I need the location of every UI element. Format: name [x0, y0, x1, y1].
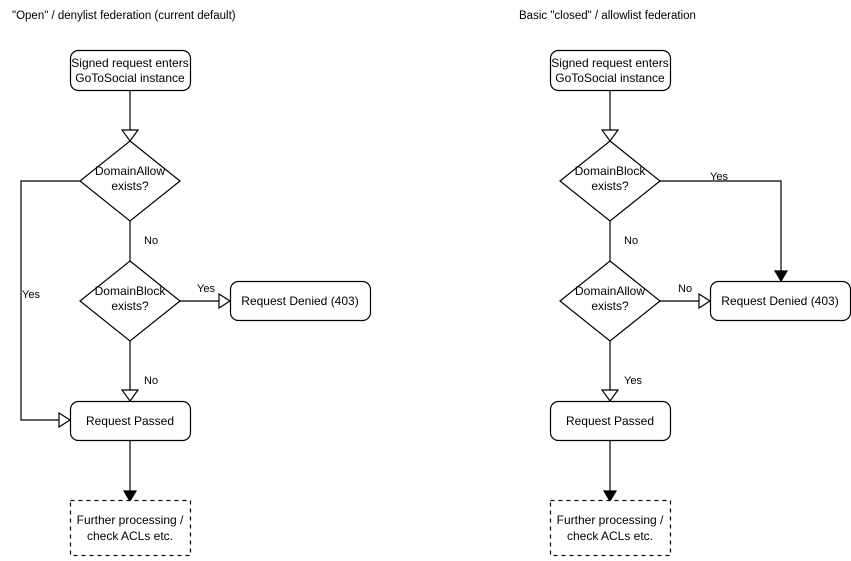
edge-domainallow-yes-left: Yes [20, 180, 80, 429]
request-denied-label: Request Denied (403) [241, 294, 358, 308]
node-further-processing-right: Further processing / check ACLs etc. [549, 499, 672, 557]
further-processing-box-shape [549, 499, 672, 557]
node-request-passed-left: Request Passed [69, 400, 192, 442]
further-processing-label-line1: Further processing / [77, 513, 184, 527]
further-processing-label-line1: Further processing / [557, 513, 664, 527]
edge-label-domainblock-no: No [624, 235, 638, 247]
node-further-processing-left: Further processing / check ACLs etc. [69, 499, 192, 557]
diagram-title-right: Basic "closed" / allowlist federation [519, 10, 696, 22]
edge-domainallow-yes-right: Yes [600, 341, 642, 403]
edge-label-domainblock-yes: Yes [197, 283, 215, 295]
node-decision-domainallow-left: DomainAllow exists? [79, 140, 181, 222]
diagram-closed-allowlist: Basic "closed" / allowlist federation Si… [519, 10, 851, 557]
request-denied-box-shape [229, 280, 372, 322]
edge-passed-to-further-left [122, 440, 138, 503]
edge-label-domainallow-no: No [144, 235, 158, 247]
diagram-title-left: "Open" / denylist federation (current de… [12, 10, 236, 22]
node-request-denied-left: Request Denied (403) [229, 280, 372, 322]
node-request-passed-right: Request Passed [549, 400, 672, 442]
edge-label-domainblock-no: No [144, 375, 158, 387]
domainallow-label-line1: DomainAllow [95, 164, 165, 178]
further-processing-label-line2: check ACLs etc. [567, 529, 653, 543]
start-box-label-line2: GoToSocial instance [75, 71, 185, 85]
node-decision-domainallow-right: DomainAllow exists? [559, 260, 661, 342]
edge-label-domainallow-no: No [678, 283, 692, 295]
node-start-left: Signed request enters GoToSocial instanc… [69, 49, 192, 92]
edge-label-domainallow-yes: Yes [624, 375, 642, 387]
start-box-label-line1: Signed request enters [551, 56, 668, 70]
start-box-label-line1: Signed request enters [71, 56, 188, 70]
edge-label-domainallow-yes: Yes [22, 289, 40, 301]
request-denied-label: Request Denied (403) [721, 294, 838, 308]
domainblock-label-line1: DomainBlock [95, 284, 167, 298]
edge-domainallow-no-right: No [660, 283, 712, 310]
edge-start-to-domainblock-right [600, 90, 620, 143]
node-decision-domainblock-right: DomainBlock exists? [559, 140, 661, 222]
node-start-right: Signed request enters GoToSocial instanc… [549, 49, 672, 92]
edge-label-domainblock-yes: Yes [710, 171, 728, 183]
edge-domainblock-yes-right: Yes [660, 171, 789, 283]
node-decision-domainblock-left: DomainBlock exists? [79, 260, 181, 342]
diagram-open-denylist: "Open" / denylist federation (current de… [12, 10, 372, 557]
edge-domainblock-no-left: No [120, 341, 158, 403]
request-passed-label: Request Passed [566, 414, 654, 428]
domainblock-label-line2: exists? [111, 299, 149, 313]
request-passed-label: Request Passed [86, 414, 174, 428]
edge-start-to-domainallow [120, 90, 140, 143]
domainblock-label-line1: DomainBlock [575, 164, 647, 178]
node-request-denied-right: Request Denied (403) [709, 280, 851, 322]
domainallow-label-line2: exists? [591, 299, 629, 313]
domainallow-label-line2: exists? [111, 179, 149, 193]
edge-domainblock-yes-left: Yes [180, 283, 232, 310]
further-processing-label-line2: check ACLs etc. [87, 529, 173, 543]
edge-passed-to-further-right [602, 440, 618, 503]
domainblock-label-line2: exists? [591, 179, 629, 193]
further-processing-box-shape [69, 499, 192, 557]
domainallow-label-line1: DomainAllow [575, 284, 645, 298]
start-box-label-line2: GoToSocial instance [555, 71, 665, 85]
